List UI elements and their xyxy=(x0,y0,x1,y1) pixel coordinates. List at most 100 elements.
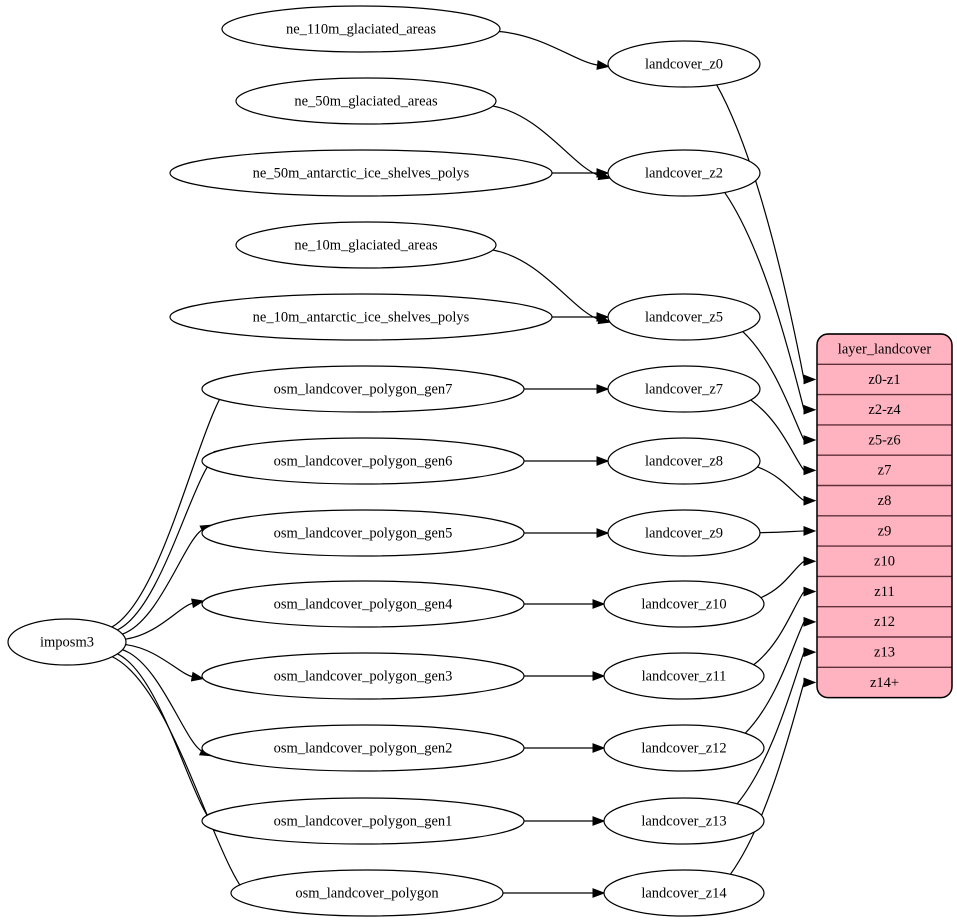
node-ne10a[interactable]: ne_10m_antarctic_ice_shelves_polys xyxy=(169,293,553,341)
source-ellipse-g4 xyxy=(201,580,525,628)
node-label-g1: osm_landcover_polygon_gen1 xyxy=(274,813,453,829)
node-label-z9: landcover_z9 xyxy=(645,525,723,541)
node-g0[interactable]: osm_landcover_polygon xyxy=(230,869,504,917)
edge-imposm3-gen3 xyxy=(125,644,194,678)
edge-ne10g-z5 xyxy=(492,249,601,321)
node-imposm3[interactable]: imposm3 xyxy=(7,618,127,666)
edge-z10-row-z10-arrowhead xyxy=(803,556,817,567)
edge-z11-row-z11-arrowhead xyxy=(803,586,817,597)
table-row-label: z0-z1 xyxy=(868,372,900,388)
edge-imposm3-polygon xyxy=(111,656,255,903)
node-label-ne10a: ne_10m_antarctic_ice_shelves_polys xyxy=(253,309,470,325)
edge-z9-row-z9 xyxy=(759,530,805,534)
node-label-g7: osm_landcover_polygon_gen7 xyxy=(274,381,453,397)
edge-z13-row-z13 xyxy=(736,651,805,805)
layer-landcover-table[interactable]: layer_landcoverz0-z1z2-z4z5-z6z7z8z9z10z… xyxy=(816,333,953,699)
edge-z5-row-z5z6 xyxy=(742,331,805,441)
edge-z5-row-z5z6-arrowhead xyxy=(803,435,817,445)
source-ellipse-g6 xyxy=(201,437,525,485)
edge-z11-row-z11 xyxy=(753,591,805,666)
node-label-z13: landcover_z13 xyxy=(641,813,726,829)
source-ellipse-ne50a xyxy=(169,149,553,197)
table-layer: layer_landcoverz0-z1z2-z4z5-z6z7z8z9z10z… xyxy=(816,333,953,699)
table-row-label: z12 xyxy=(874,614,895,630)
node-ne50a[interactable]: ne_50m_antarctic_ice_shelves_polys xyxy=(169,149,553,197)
mid-ellipse-z9 xyxy=(607,509,761,557)
node-label-ne110: ne_110m_glaciated_areas xyxy=(286,21,436,37)
node-label-z14: landcover_z14 xyxy=(641,885,727,901)
mid-ellipse-z13 xyxy=(603,797,765,845)
edge-z2-row-z2z4-arrowhead xyxy=(803,404,817,415)
edge-polygon-z14-arrowhead xyxy=(592,888,606,898)
node-g6[interactable]: osm_landcover_polygon_gen6 xyxy=(201,437,525,485)
edge-z9-row-z9-arrowhead xyxy=(803,526,817,536)
node-g4[interactable]: osm_landcover_polygon_gen4 xyxy=(201,580,525,628)
source-ellipse-g3 xyxy=(201,652,525,700)
edge-z14-row-z14plus-arrowhead xyxy=(803,677,817,688)
node-label-g2: osm_landcover_polygon_gen2 xyxy=(274,740,453,756)
table-row-label: z14+ xyxy=(870,675,899,691)
node-z0[interactable]: landcover_z0 xyxy=(607,40,761,88)
node-label-z5: landcover_z5 xyxy=(645,309,723,325)
mid-ellipse-z10 xyxy=(603,580,765,628)
node-label-ne50a: ne_50m_antarctic_ice_shelves_polys xyxy=(253,165,470,181)
node-z14[interactable]: landcover_z14 xyxy=(603,869,765,917)
node-z7[interactable]: landcover_z7 xyxy=(607,365,761,413)
node-ne110[interactable]: ne_110m_glaciated_areas xyxy=(221,5,501,53)
table-row-label: z9 xyxy=(878,523,892,539)
node-label-z0: landcover_z0 xyxy=(645,56,723,72)
table-row-label: z5-z6 xyxy=(868,432,900,448)
node-g3[interactable]: osm_landcover_polygon_gen3 xyxy=(201,652,525,700)
node-z5[interactable]: landcover_z5 xyxy=(607,293,761,341)
node-label-z8: landcover_z8 xyxy=(645,453,723,469)
mid-ellipse-z11 xyxy=(603,652,765,700)
node-layer: ne_110m_glaciated_areas ne_50m_glaciated_… xyxy=(7,5,765,917)
mid-ellipse-z0 xyxy=(607,40,761,88)
table-row-label: z11 xyxy=(874,584,894,600)
node-ne50g[interactable]: ne_50m_glaciated_areas xyxy=(235,77,497,125)
source-ellipse-g0 xyxy=(230,869,504,917)
edge-z12-row-z12-arrowhead xyxy=(803,616,817,627)
edge-z12-row-z12 xyxy=(744,621,805,734)
node-g7[interactable]: osm_landcover_polygon_gen7 xyxy=(201,365,525,413)
node-label-z7: landcover_z7 xyxy=(645,381,723,397)
edge-ne10a-z5-arrowhead xyxy=(596,312,610,322)
node-label-imposm3: imposm3 xyxy=(40,634,94,650)
edge-gen4-z10-arrowhead xyxy=(592,599,606,609)
node-ne10g[interactable]: ne_10m_glaciated_areas xyxy=(235,221,497,269)
mid-ellipse-z14 xyxy=(603,869,765,917)
node-z8[interactable]: landcover_z8 xyxy=(607,437,761,485)
node-label-ne50g: ne_50m_glaciated_areas xyxy=(294,93,438,109)
node-label-g6: osm_landcover_polygon_gen6 xyxy=(274,453,453,469)
source-ellipse-g2 xyxy=(201,724,525,772)
node-g1[interactable]: osm_landcover_polygon_gen1 xyxy=(201,797,525,845)
node-label-z10: landcover_z10 xyxy=(641,596,726,612)
source-ellipse-ne10g xyxy=(235,221,497,269)
edge-z7-row-z7-arrowhead xyxy=(803,465,817,476)
source-ellipse-g5 xyxy=(201,509,525,557)
mid-ellipse-z2 xyxy=(607,149,761,197)
source-ellipse-ne50g xyxy=(235,77,497,125)
node-z9[interactable]: landcover_z9 xyxy=(607,509,761,557)
node-label-z11: landcover_z11 xyxy=(642,668,727,684)
node-z2[interactable]: landcover_z2 xyxy=(607,149,761,197)
table-row-label: z13 xyxy=(874,644,895,660)
node-label-z12: landcover_z12 xyxy=(641,740,726,756)
table-row-label: z7 xyxy=(878,463,892,479)
node-z11[interactable]: landcover_z11 xyxy=(603,652,765,700)
table-outline xyxy=(816,333,953,699)
node-z10[interactable]: landcover_z10 xyxy=(603,580,765,628)
node-label-ne10g: ne_10m_glaciated_areas xyxy=(294,237,438,253)
edge-imposm3-gen3-arrowhead xyxy=(190,671,205,682)
node-label-z2: landcover_z2 xyxy=(645,165,723,181)
edge-z13-row-z13-arrowhead xyxy=(803,647,817,658)
node-g2[interactable]: osm_landcover_polygon_gen2 xyxy=(201,724,525,772)
edge-gen6-z8-arrowhead xyxy=(596,456,610,466)
node-z12[interactable]: landcover_z12 xyxy=(603,724,765,772)
root-ellipse-imposm3 xyxy=(7,618,127,666)
node-g5[interactable]: osm_landcover_polygon_gen5 xyxy=(201,509,525,557)
node-z13[interactable]: landcover_z13 xyxy=(603,797,765,845)
edge-gen3-z11-arrowhead xyxy=(592,671,606,681)
